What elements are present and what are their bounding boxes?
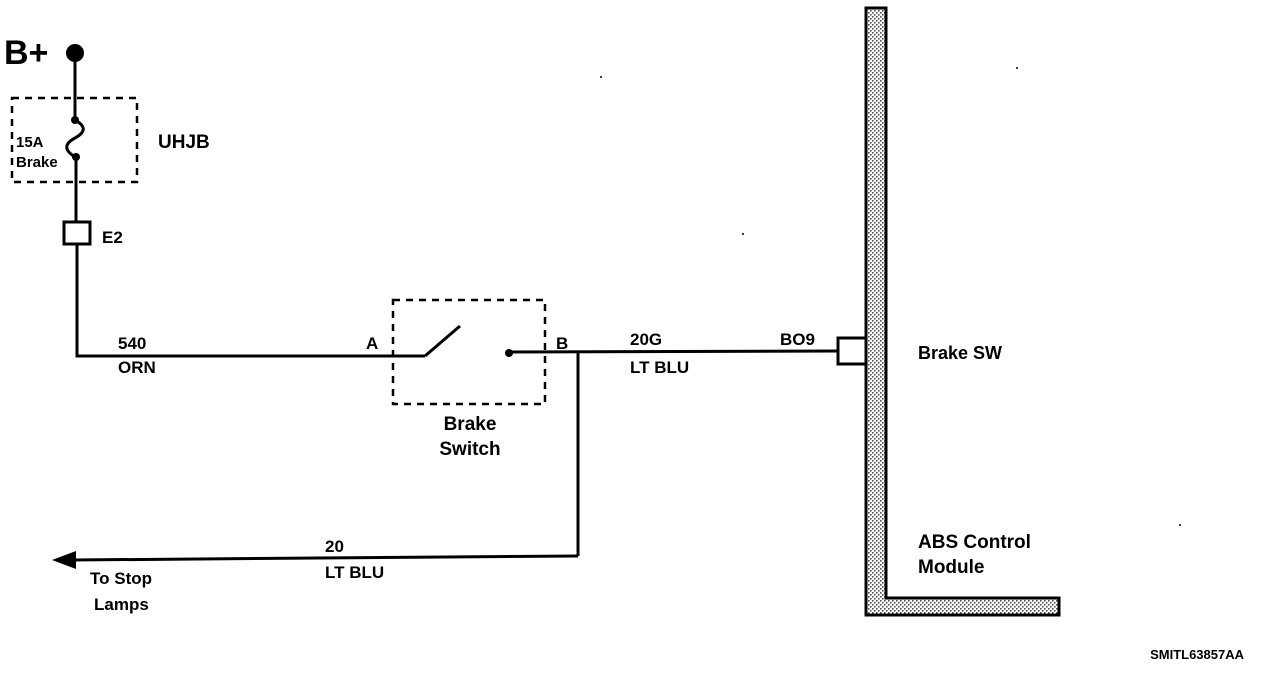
- speck: [1179, 524, 1181, 526]
- wire-20g: [508, 349, 839, 354]
- brake-switch-box: [391, 298, 547, 406]
- uhjb-label: UHJB: [158, 132, 210, 153]
- brake-switch-label-line2: Switch: [439, 439, 500, 460]
- abs-module-outline: [864, 6, 1061, 617]
- connector-e2-label: E2: [102, 228, 123, 247]
- brake-switch-blade: [424, 324, 461, 358]
- abs-connector-bo9: [836, 336, 868, 366]
- speck: [1016, 67, 1018, 69]
- figure-id: SMITL63857AA: [1150, 647, 1245, 662]
- abs-pin-label: BO9: [780, 330, 815, 349]
- brake-switch-pin-b: B: [556, 334, 568, 353]
- abs-module-label-line1: ABS Control: [918, 532, 1031, 553]
- fuse-rating: 15A: [16, 134, 44, 151]
- wire-20-color: LT BLU: [325, 563, 384, 582]
- abs-module-label-line2: Module: [918, 557, 985, 578]
- wire-540-color: ORN: [118, 358, 156, 377]
- stop-lamps-label-line2: Lamps: [94, 595, 149, 614]
- arrow-left-icon: [52, 551, 76, 569]
- wire-540: [75, 244, 425, 358]
- brake-switch-label-line1: Brake: [444, 414, 497, 435]
- abs-pin-name: Brake SW: [918, 343, 1002, 363]
- wire-20g-color: LT BLU: [630, 358, 689, 377]
- wire-20g-number: 20G: [630, 330, 662, 349]
- speck: [600, 76, 602, 78]
- speck: [742, 233, 744, 235]
- battery-positive-label: B+: [4, 34, 48, 72]
- wire-20-number: 20: [325, 537, 344, 556]
- wire-20: [71, 554, 579, 562]
- fuse-name: Brake: [16, 154, 58, 171]
- fuse-element: [65, 118, 85, 159]
- brake-switch-pin-a: A: [366, 334, 378, 353]
- connector-e2: [62, 220, 92, 246]
- wire-540-number: 540: [118, 334, 146, 353]
- stop-lamps-label-line1: To Stop: [90, 569, 152, 588]
